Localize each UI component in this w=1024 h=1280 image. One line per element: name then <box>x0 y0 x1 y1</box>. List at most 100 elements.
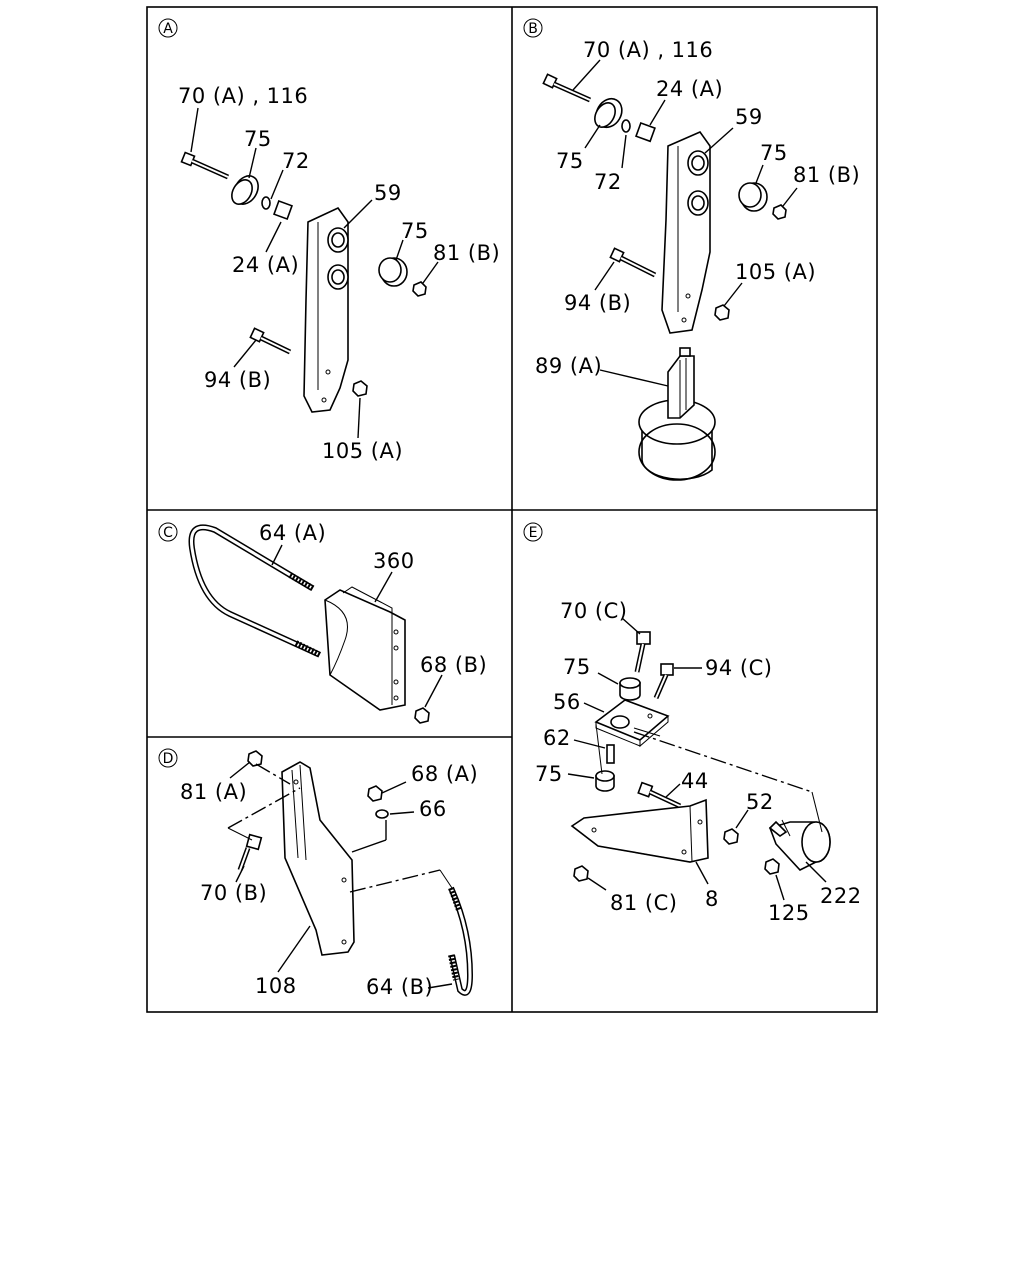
panel-d-marker: D <box>158 748 178 768</box>
label-a-bolt: 70 (A) , 116 <box>178 84 308 108</box>
label-e-nut-bottom: 81 (C) <box>610 891 677 915</box>
nut-icon <box>367 785 383 802</box>
label-b-washer-small: 72 <box>594 170 622 194</box>
bolt-icon <box>180 151 230 180</box>
nut-icon <box>412 281 427 297</box>
label-e-bolt-side: 94 (C) <box>705 656 772 680</box>
label-e-pin: 62 <box>543 726 571 750</box>
panel-e-marker: E <box>523 522 543 542</box>
clamp-icon <box>638 347 716 481</box>
label-b-cushion: 75 <box>760 141 788 165</box>
svg-text:D: D <box>163 751 174 767</box>
label-a-bracket: 59 <box>374 181 402 205</box>
nut-icon <box>414 707 430 724</box>
panel-c-marker: C <box>158 522 178 542</box>
label-a-bolt-side: 94 (B) <box>204 368 271 392</box>
panel-d: D <box>158 748 478 999</box>
label-c-bracket: 360 <box>373 549 415 573</box>
pin-icon <box>606 744 615 764</box>
label-e-cushion-bottom: 75 <box>535 762 563 786</box>
label-d-bracket: 108 <box>255 974 297 998</box>
nut-icon <box>723 828 739 845</box>
label-a-washer-large: 75 <box>244 127 272 151</box>
clamp-icon <box>768 819 831 871</box>
label-e-clamp: 222 <box>820 884 862 908</box>
label-b-bracket: 59 <box>735 105 763 129</box>
label-e-bolt-mid: 44 <box>681 769 709 793</box>
bolt-icon <box>542 73 592 103</box>
label-b-bolt-side: 94 (B) <box>564 291 631 315</box>
label-b-bolt: 70 (A) , 116 <box>583 38 713 62</box>
washer-icon <box>594 97 623 129</box>
label-e-plate: 56 <box>553 690 581 714</box>
cushion-icon <box>595 770 615 792</box>
label-b-clamp: 89 (A) <box>535 354 602 378</box>
panel-a: A <box>158 18 500 463</box>
nut-icon <box>352 380 368 397</box>
bracket-icon <box>570 798 709 863</box>
label-d-ubolt: 64 (B) <box>366 975 433 999</box>
label-e-clamp-nut: 125 <box>768 901 810 925</box>
bolt-icon <box>237 833 263 871</box>
label-a-washer-small: 72 <box>282 149 310 173</box>
bolt-icon <box>249 327 292 355</box>
bracket-icon <box>281 761 355 956</box>
bracket-icon <box>661 131 711 334</box>
label-e-nut-mid: 52 <box>746 790 774 814</box>
label-e-bracket: 8 <box>705 887 719 911</box>
svg-text:A: A <box>163 21 173 37</box>
panel-b-marker: B <box>523 18 543 38</box>
leader-lines <box>572 59 798 387</box>
bracket-icon <box>303 206 349 413</box>
plate-icon <box>594 699 670 748</box>
label-b-washer-large: 75 <box>556 149 584 173</box>
panel-e: E <box>523 522 862 925</box>
label-e-cushion-top: 75 <box>563 655 591 679</box>
leader-lines <box>227 761 453 989</box>
u-bolt-icon <box>188 524 322 658</box>
frame <box>146 6 878 1013</box>
nut-icon <box>573 865 589 882</box>
washer-icon <box>375 809 389 819</box>
nut-icon <box>764 858 780 875</box>
cushion-icon <box>738 182 768 212</box>
bracket-icon <box>324 586 406 711</box>
svg-text:B: B <box>528 21 538 37</box>
label-b-nut-bottom: 105 (A) <box>735 260 816 284</box>
label-c-nut: 68 (B) <box>420 653 487 677</box>
bolt-icon <box>609 247 657 278</box>
nut-icon <box>772 204 787 220</box>
bolt-icon <box>634 631 651 673</box>
washer-icon <box>231 175 259 205</box>
small-washer-icon <box>261 196 271 210</box>
leader-lines <box>190 107 439 439</box>
label-e-bolt-top: 70 (C) <box>560 599 627 623</box>
u-bolt-icon <box>448 886 474 996</box>
label-c-ubolt: 64 (A) <box>259 521 326 545</box>
svg-text:C: C <box>163 525 173 541</box>
label-a-spacer: 24 (A) <box>232 253 299 277</box>
svg-text:E: E <box>529 525 538 541</box>
leader-lines <box>271 544 443 708</box>
nut-icon <box>247 750 263 767</box>
label-a-cushion: 75 <box>401 219 429 243</box>
spacer-icon <box>635 122 656 143</box>
label-d-washer: 66 <box>419 797 447 821</box>
cushion-icon <box>619 677 641 701</box>
panel-c: C 64 (A) 360 68 (B) <box>158 521 487 724</box>
nut-icon <box>714 304 730 321</box>
leader-lines <box>567 617 827 901</box>
label-b-nut-top: 81 (B) <box>793 163 860 187</box>
label-d-nut-b: 68 (A) <box>411 762 478 786</box>
small-washer-icon <box>621 119 631 133</box>
bolt-icon <box>637 781 682 809</box>
label-b-spacer: 24 (A) <box>656 77 723 101</box>
label-a-nut-bottom: 105 (A) <box>322 439 403 463</box>
label-a-nut-top: 81 (B) <box>433 241 500 265</box>
label-d-nut-a: 81 (A) <box>180 780 247 804</box>
cushion-icon <box>378 257 408 287</box>
bolt-icon <box>653 663 674 699</box>
panel-a-marker: A <box>158 18 178 38</box>
label-d-bolt: 70 (B) <box>200 881 267 905</box>
